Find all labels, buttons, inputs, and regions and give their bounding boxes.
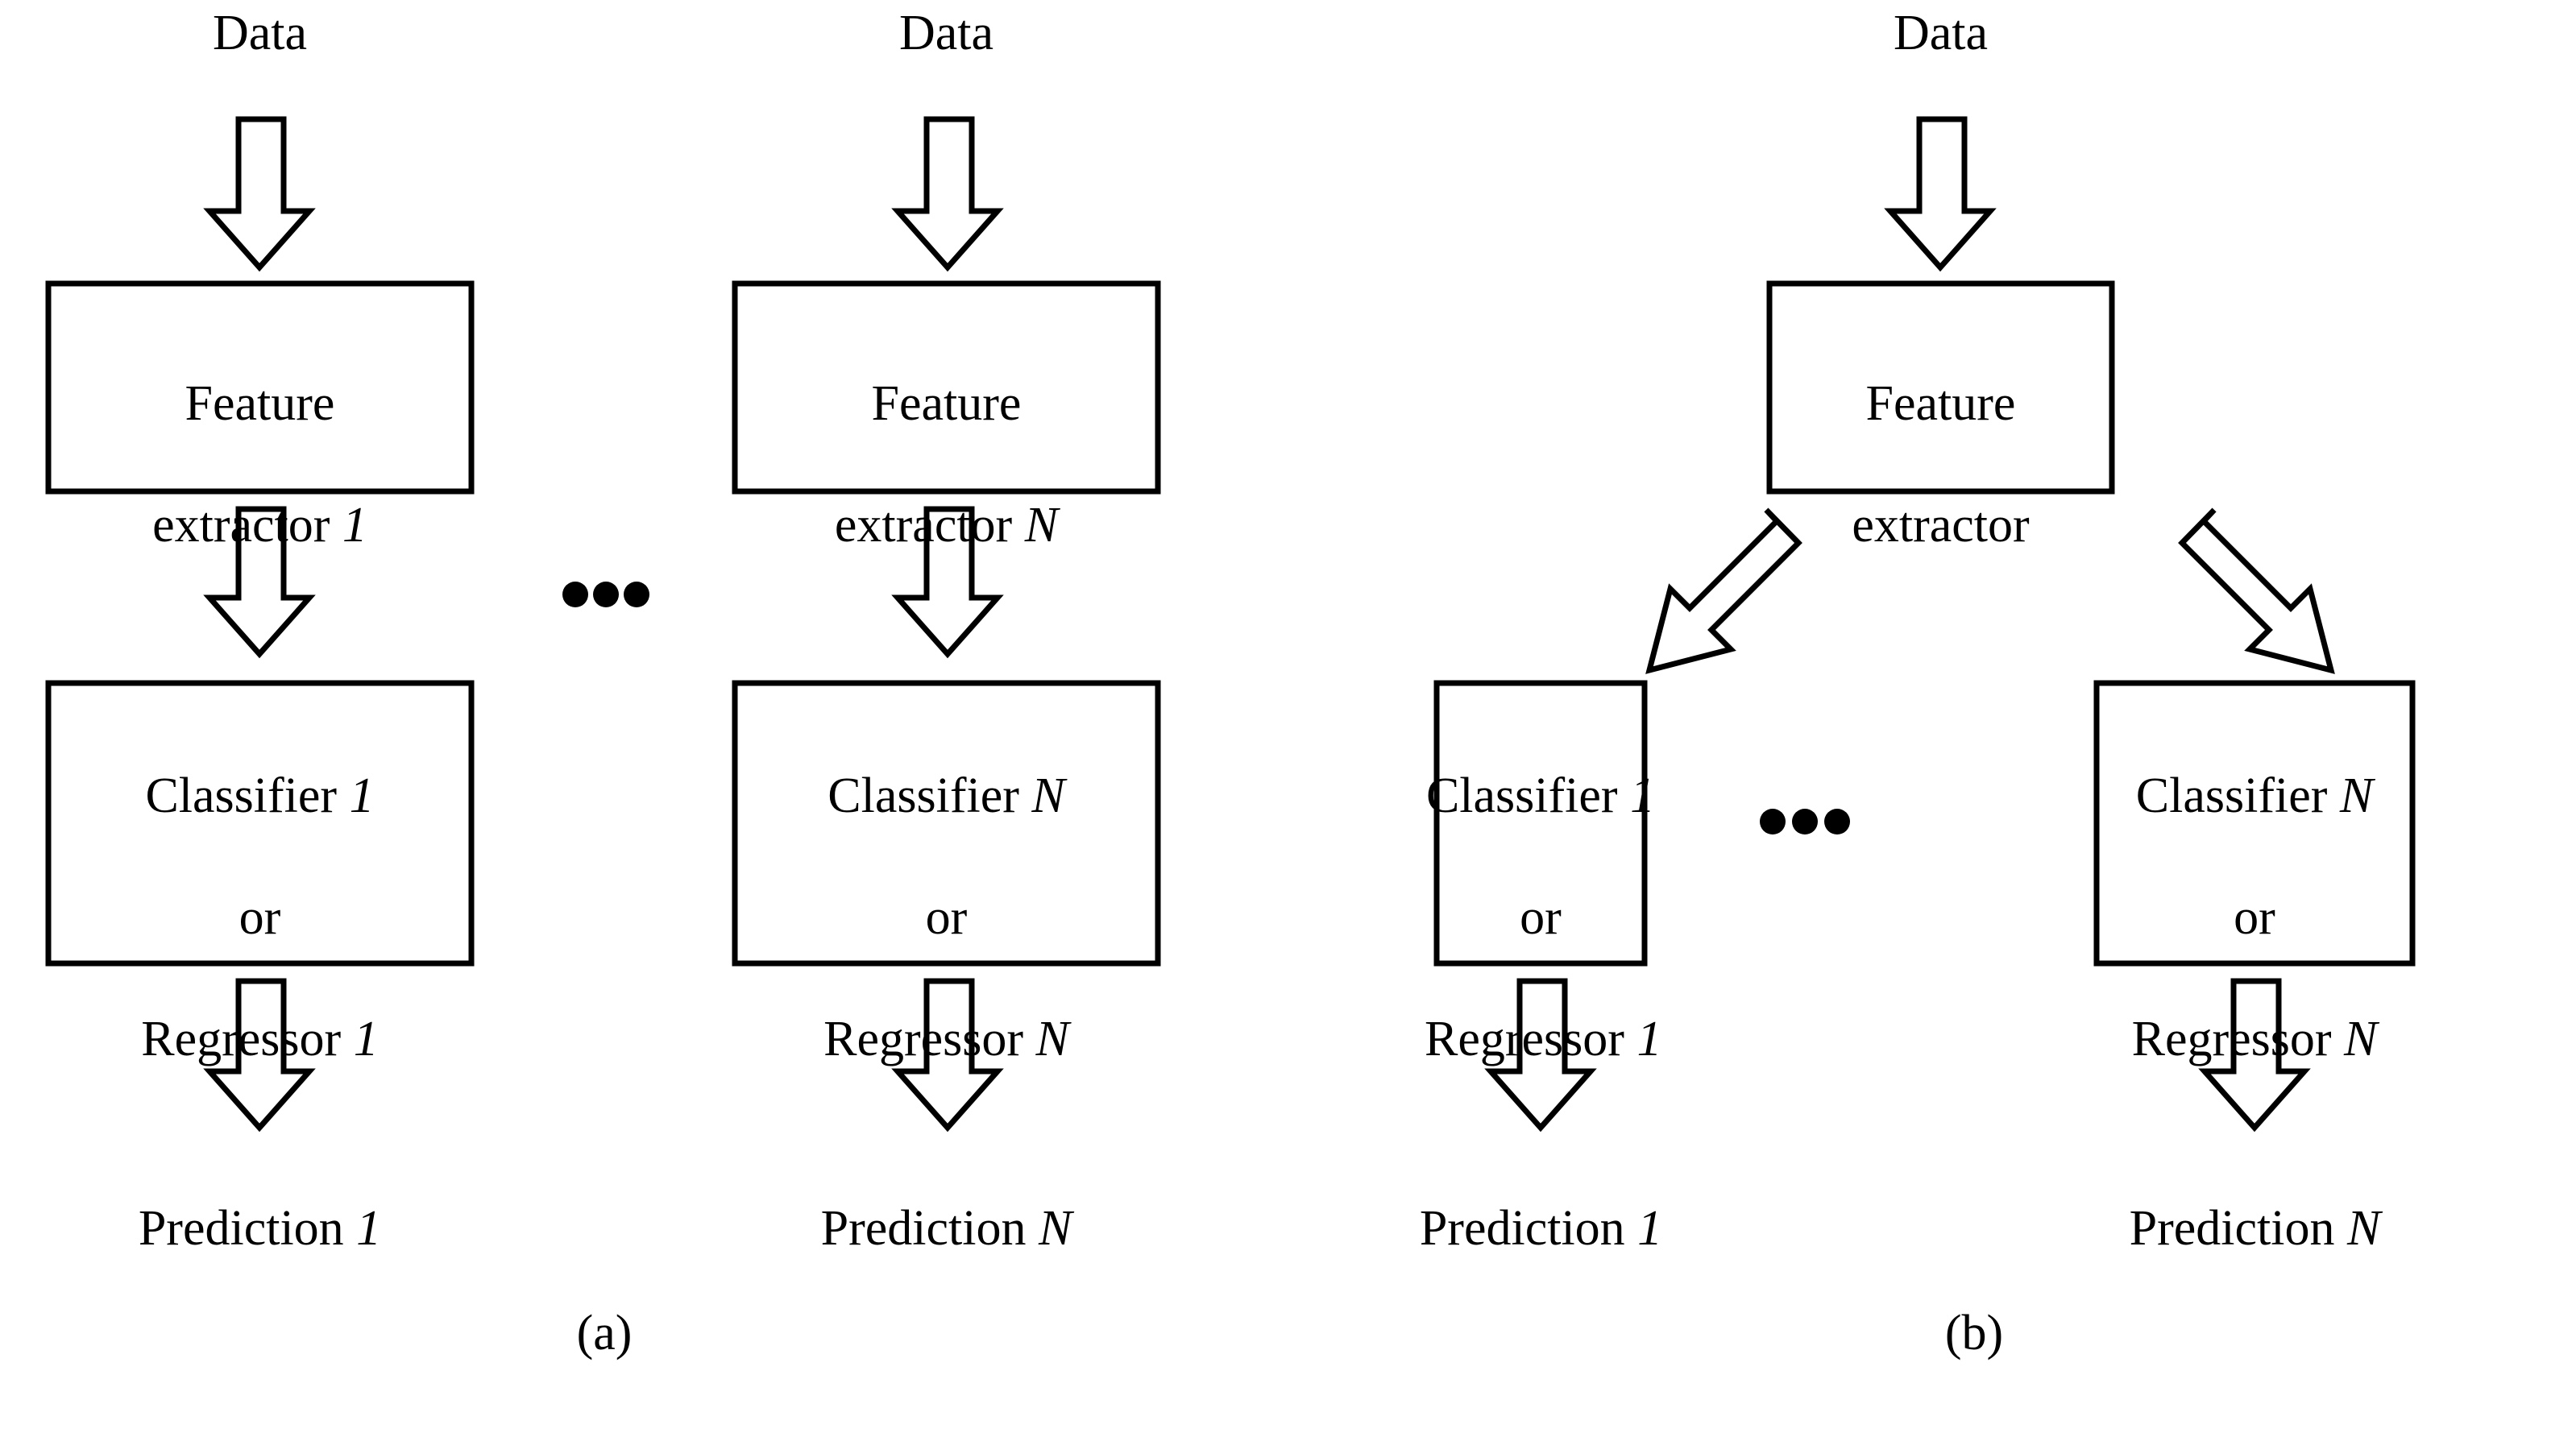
head-b1-line1: Classifier 1 — [1425, 768, 1656, 823]
feature-extractor-an-line2: extractor N — [834, 497, 1059, 553]
head-bn-line1: Classifier N — [2135, 768, 2374, 823]
prediction-a1-text: Prediction 1 — [138, 1200, 382, 1256]
head-an-line2: or — [925, 889, 968, 945]
head-b1-line2: or — [1520, 889, 1562, 945]
ellipsis-panel-b — [1760, 809, 1850, 834]
label-head-an: Classifier N or Regressor N — [743, 705, 1150, 1071]
arrow-extractor-to-head-bn-diagonal — [2178, 507, 2335, 674]
label-prediction-an: Prediction N — [727, 1137, 1166, 1259]
arrow-head-to-prediction-b1 — [1484, 978, 1597, 1133]
prediction-bn-text: Prediction N — [2129, 1200, 2381, 1256]
label-prediction-b1: Prediction 1 — [1321, 1137, 1761, 1259]
box-feature-extractor-b-shared — [1766, 280, 2115, 495]
feature-extractor-a1-line2: extractor 1 — [152, 497, 367, 553]
label-head-b1: Classifier 1 or Regressor 1 — [1425, 705, 1661, 1071]
arrow-extractor-to-head-a1 — [203, 506, 316, 659]
arrow-extractor-to-head-an — [891, 506, 1004, 659]
label-data-a1: Data — [212, 6, 308, 60]
label-prediction-bn: Prediction N — [2035, 1137, 2474, 1259]
head-a1-line2: or — [239, 889, 281, 945]
label-head-bn: Classifier N or Regressor N — [2105, 705, 2404, 1071]
box-feature-extractor-an — [732, 280, 1161, 495]
panel-caption-b: (b) — [1944, 1306, 2004, 1360]
feature-extractor-b-line1: Feature — [1865, 375, 2016, 431]
label-data-b: Data — [1893, 6, 1989, 60]
prediction-an-text: Prediction N — [820, 1200, 1072, 1256]
box-head-b1 — [1433, 680, 1648, 967]
head-a1-line3: Regressor 1 — [141, 1012, 379, 1067]
label-prediction-a1: Prediction 1 — [40, 1137, 479, 1259]
arrow-head-to-prediction-a1 — [203, 978, 316, 1133]
panel-caption-a: (a) — [576, 1306, 633, 1360]
box-head-bn — [2093, 680, 2416, 967]
box-head-an — [732, 680, 1161, 967]
arrow-data-to-extractor-an — [891, 116, 1004, 272]
arrow-data-to-extractor-b — [1884, 116, 1997, 272]
head-bn-line2: or — [2234, 889, 2275, 945]
label-feature-extractor-b: Feature extractor — [1777, 313, 2104, 557]
arrow-extractor-to-head-b1-diagonal — [1645, 507, 1802, 674]
label-feature-extractor-a1: Feature extractor 1 — [56, 313, 463, 557]
head-an-line3: Regressor N — [823, 1012, 1069, 1067]
label-feature-extractor-an: Feature extractor N — [743, 313, 1150, 557]
feature-extractor-a1-line1: Feature — [185, 375, 335, 431]
box-head-a1 — [45, 680, 475, 967]
arrow-head-to-prediction-an — [891, 978, 1004, 1133]
head-an-line1: Classifier N — [828, 768, 1065, 823]
ellipsis-panel-a — [562, 582, 649, 607]
head-b1-line3: Regressor 1 — [1425, 1012, 1662, 1067]
head-a1-line1: Classifier 1 — [145, 768, 375, 823]
feature-extractor-b-line2: extractor — [1852, 497, 2030, 553]
arrow-head-to-prediction-bn — [2198, 978, 2311, 1133]
head-bn-line3: Regressor N — [2131, 1012, 2378, 1067]
label-data-an: Data — [898, 6, 994, 60]
label-head-a1: Classifier 1 or Regressor 1 — [56, 705, 463, 1071]
prediction-b1-text: Prediction 1 — [1419, 1200, 1663, 1256]
arrow-data-to-extractor-a1 — [203, 116, 316, 272]
box-feature-extractor-a1 — [45, 280, 475, 495]
feature-extractor-an-line1: Feature — [871, 375, 1022, 431]
